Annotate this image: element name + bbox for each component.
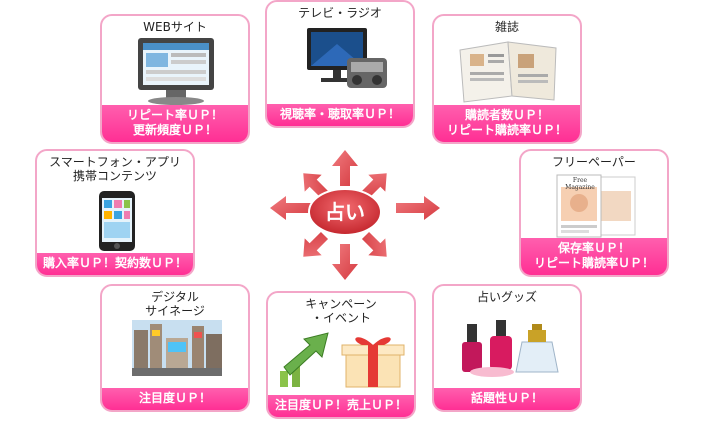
card-campaign-title: キャンペーン ・イベント	[305, 297, 377, 325]
card-freepaper-title: フリーペーパー	[552, 155, 636, 169]
arrow-down-right	[361, 231, 387, 257]
card-tv-title: テレビ・ラジオ	[298, 6, 382, 20]
card-campaign-band: 注目度ＵＰ！売上ＵＰ！	[268, 395, 414, 417]
hub-arrows	[270, 150, 440, 280]
card-mobile-title: スマートフォン・アプリ 携帯コンテンツ	[49, 155, 181, 183]
card-magazine-band: 購読者数ＵＰ！ リピート購読率ＵＰ！	[434, 105, 580, 142]
card-signage: デジタル サイネージ 注目度ＵＰ！	[100, 284, 250, 412]
card-goods: 占いグッズ 話題性ＵＰ！	[432, 284, 582, 412]
card-magazine: 雑誌 購読者数ＵＰ！ リピート購読率ＵＰ！	[432, 14, 582, 144]
free-paper-cover-text: Free Magazine	[565, 177, 595, 191]
arrow-right	[396, 196, 440, 220]
center-label: 占い	[325, 200, 365, 224]
monitor-icon	[138, 38, 214, 105]
card-magazine-title: 雑誌	[494, 20, 519, 34]
card-campaign: キャンペーン ・イベント 注目度ＵＰ！売上ＵＰ！	[266, 291, 416, 419]
card-web-title: WEBサイト	[143, 20, 207, 34]
card-mobile: スマートフォン・アプリ 携帯コンテンツ 購入率ＵＰ！契約数ＵＰ！	[35, 149, 195, 277]
card-goods-band: 話題性ＵＰ！	[434, 388, 580, 410]
card-mobile-band: 購入率ＵＰ！契約数ＵＰ！	[37, 253, 193, 275]
arrow-down-left	[303, 231, 329, 257]
smartphone-icon	[99, 191, 135, 251]
card-freepaper-band: 保存率ＵＰ！ リピート購読率ＵＰ！	[521, 238, 667, 275]
card-goods-title: 占いグッズ	[476, 290, 537, 304]
arrow-down	[332, 244, 358, 280]
tv-radio-icon	[307, 28, 387, 88]
card-signage-band: 注目度ＵＰ！	[102, 388, 248, 410]
arrow-up-left	[303, 173, 329, 199]
magazine-icon	[459, 41, 557, 103]
arrow-up-right	[361, 173, 387, 199]
card-tv: テレビ・ラジオ 視聴率・聴取率ＵＰ！	[265, 0, 415, 128]
growth-arrow-icon	[280, 332, 329, 387]
perfume-nail-icon	[462, 320, 559, 377]
arrow-up	[332, 150, 358, 186]
card-web: WEBサイト リピート率ＵＰ！ 更新頻度ＵＰ！	[100, 14, 250, 144]
center-oval	[308, 188, 382, 236]
card-tv-band: 視聴率・聴取率ＵＰ！	[267, 104, 413, 126]
free-paper-icon: Free Magazine	[555, 173, 639, 239]
gift-box-icon	[341, 337, 405, 388]
fortune-hub: 占い	[250, 150, 440, 280]
card-freepaper: フリーペーパー Free Magazine 保存率ＵＰ！ リピート購読率ＵＰ！	[519, 149, 669, 277]
card-signage-title: デジタル サイネージ	[145, 290, 205, 318]
card-web-band: リピート率ＵＰ！ 更新頻度ＵＰ！	[102, 105, 248, 142]
city-signage-icon	[132, 320, 222, 376]
arrow-left	[270, 196, 314, 220]
